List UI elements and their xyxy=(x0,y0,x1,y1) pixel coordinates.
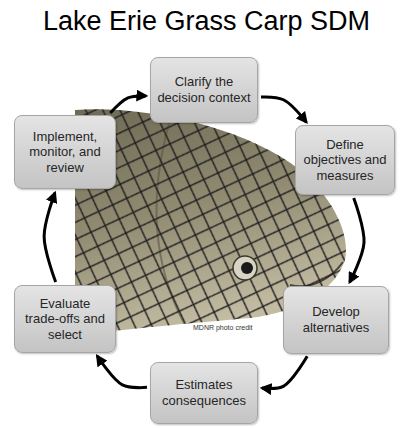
fish-eye xyxy=(233,256,257,280)
cycle-arrow xyxy=(97,356,147,388)
process-box: Develop alternatives xyxy=(283,286,389,354)
step-label: Evaluate trade-offs and select xyxy=(21,296,109,343)
process-box: Define objectives and measures xyxy=(295,125,395,195)
process-box: Evaluate trade-offs and select xyxy=(14,285,116,353)
step-label: Clarify the decision context xyxy=(157,74,251,105)
title: Lake Erie Grass Carp SDM xyxy=(0,6,413,37)
process-box: Clarify the decision context xyxy=(150,57,258,123)
cycle-arrow xyxy=(262,356,307,388)
photo-credit: MDNR photo credit xyxy=(192,324,254,331)
step-label: Define objectives and measures xyxy=(302,137,388,184)
process-box: Estimates consequences xyxy=(150,362,258,424)
cycle-arrow xyxy=(110,96,146,113)
cycle-arrow xyxy=(350,198,364,282)
step-label: Estimates consequences xyxy=(157,377,251,408)
process-box: Implement, monitor, and review xyxy=(14,115,116,189)
cycle-arrow xyxy=(261,97,306,122)
step-label: Implement, monitor, and review xyxy=(21,129,109,176)
step-label: Develop alternatives xyxy=(290,304,382,335)
cycle-arrow xyxy=(44,193,56,282)
